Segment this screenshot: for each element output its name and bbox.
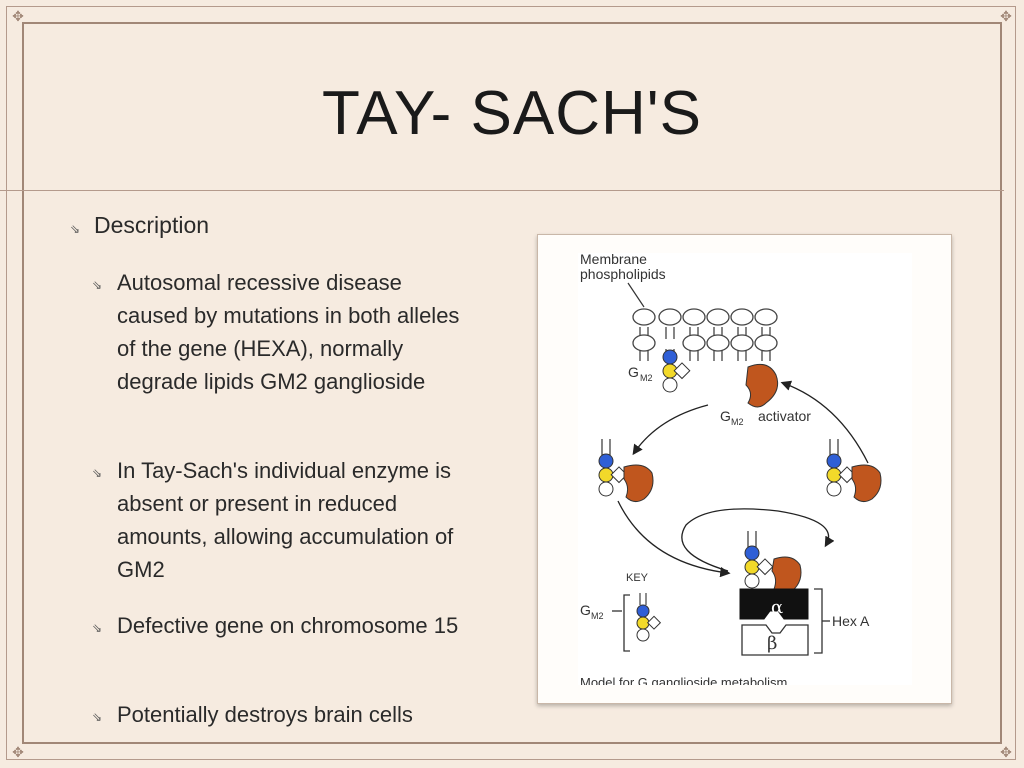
hexa-label: Hex A	[832, 613, 870, 629]
slide-title: TAY- SACH'S	[321, 79, 702, 148]
bullet-text-4: Potentially destroys brain cells	[117, 702, 413, 727]
corner-ornament-icon: ✥	[12, 744, 24, 760]
key-label: KEY	[626, 572, 649, 584]
activator-protein-icon	[745, 363, 779, 408]
beta-subunit-label: β	[767, 633, 777, 654]
bullet-text-2: In Tay-Sach's individual enzyme is absen…	[117, 458, 454, 582]
gm2-hexa-complex: α β	[739, 531, 809, 656]
gm2-label-key: G	[580, 602, 591, 618]
gm2-key-icon	[636, 593, 662, 642]
membrane-lipids-top	[632, 308, 778, 326]
gm2-label-top: G	[628, 364, 639, 380]
corner-ornament-icon: ✥	[12, 8, 24, 24]
bullet-icon: ⇘	[92, 466, 103, 480]
bullet-icon: ⇘	[92, 710, 103, 724]
figure-frame: Membrane phospholipids	[537, 234, 952, 704]
phospholipids-label: phospholipids	[580, 266, 666, 282]
diagram-caption: Model for G ganglioside metabolism	[580, 675, 787, 685]
gm2-label-activator: G	[720, 408, 731, 424]
description-heading: Description	[94, 212, 210, 238]
gm2-subscript-key: M2	[591, 611, 604, 621]
bullet-icon: ⇘	[70, 222, 81, 236]
title-divider	[0, 190, 1004, 191]
gm2-metabolism-diagram: Membrane phospholipids	[578, 253, 912, 685]
gm2-ganglioside-top	[662, 349, 691, 393]
slide-outer-frame	[6, 6, 1016, 760]
corner-ornament-icon: ✥	[1000, 8, 1012, 24]
gm2-subscript-top: M2	[640, 373, 653, 383]
corner-ornament-icon: ✥	[1000, 744, 1012, 760]
activator-label: activator	[758, 408, 811, 424]
alpha-subunit-label: α	[771, 597, 783, 618]
gm2-activator-complex-left	[598, 439, 654, 503]
slide-inner-frame	[22, 22, 1002, 744]
diagram-svg: Membrane phospholipids	[580, 253, 882, 685]
bullet-icon: ⇘	[92, 278, 103, 292]
membrane-lipids-bottom	[632, 334, 778, 352]
gm2-activator-complex-right	[826, 439, 882, 503]
bullet-text-1: Autosomal recessive disease caused by mu…	[117, 270, 460, 394]
bullet-text-3: Defective gene on chromosome 15	[117, 613, 459, 638]
bullet-icon: ⇘	[92, 621, 103, 635]
gm2-subscript-activator: M2	[731, 417, 744, 427]
membrane-label: Membrane	[580, 253, 647, 267]
